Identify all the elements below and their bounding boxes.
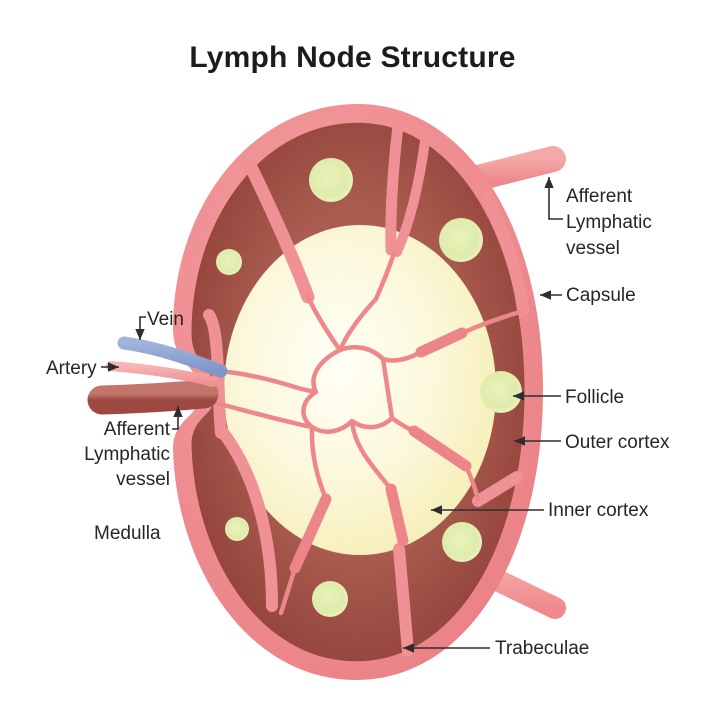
sinus-lines: [209, 250, 523, 616]
medullary-vessel-trunks: [289, 327, 472, 574]
label-afferent-lymphatic-vessel-right: Afferent Lymphatic vessel: [566, 186, 652, 259]
label-capsule: Capsule: [566, 285, 636, 306]
efferent-lymphatic-vessel: [87, 379, 219, 415]
artery-vessel: [106, 361, 218, 387]
vessel-segment: [289, 493, 332, 574]
label-medulla: Medulla: [94, 523, 161, 544]
label-trabeculae: Trabeculae: [495, 638, 590, 659]
trabecula-path: [216, 425, 278, 612]
label-outer-cortex: Outer cortex: [565, 432, 670, 453]
vessel-segment: [415, 327, 468, 358]
trabecula-path: [385, 120, 404, 256]
label-vein: Vein: [147, 309, 184, 330]
leader-afferent-left: [172, 406, 183, 430]
follicle-circle: [442, 522, 482, 562]
trabecula-path: [393, 543, 414, 657]
follicle-circle: [480, 371, 522, 413]
leader-afferent-right: [544, 177, 563, 220]
trabecula-path: [472, 471, 523, 507]
label-artery: Artery: [46, 358, 97, 379]
medullary-vessel-network: [209, 250, 523, 616]
vessel-segment: [385, 483, 409, 547]
follicle-circle: [439, 218, 483, 262]
trabecula-path: [241, 154, 315, 304]
vessel-segment: [408, 425, 472, 472]
page-title: Lymph Node Structure: [189, 41, 516, 74]
leader-vein: [135, 316, 146, 340]
leader-lines: [101, 177, 563, 653]
follicle-circle: [225, 517, 249, 541]
follicle-circle: [312, 581, 348, 617]
label-afferent-lymphatic-vessel-left: Afferent Lymphatic vessel: [84, 419, 170, 490]
follicle-circle: [216, 249, 242, 275]
label-inner-cortex: Inner cortex: [548, 500, 649, 521]
vein-vessel: [117, 336, 228, 378]
label-follicle: Follicle: [565, 387, 625, 408]
follicles-group: [216, 158, 522, 617]
inner-cortex-medulla-region: [224, 225, 496, 555]
trabecula-path: [481, 190, 529, 316]
trabecula-path: [392, 136, 430, 257]
follicle-circle: [309, 158, 353, 202]
